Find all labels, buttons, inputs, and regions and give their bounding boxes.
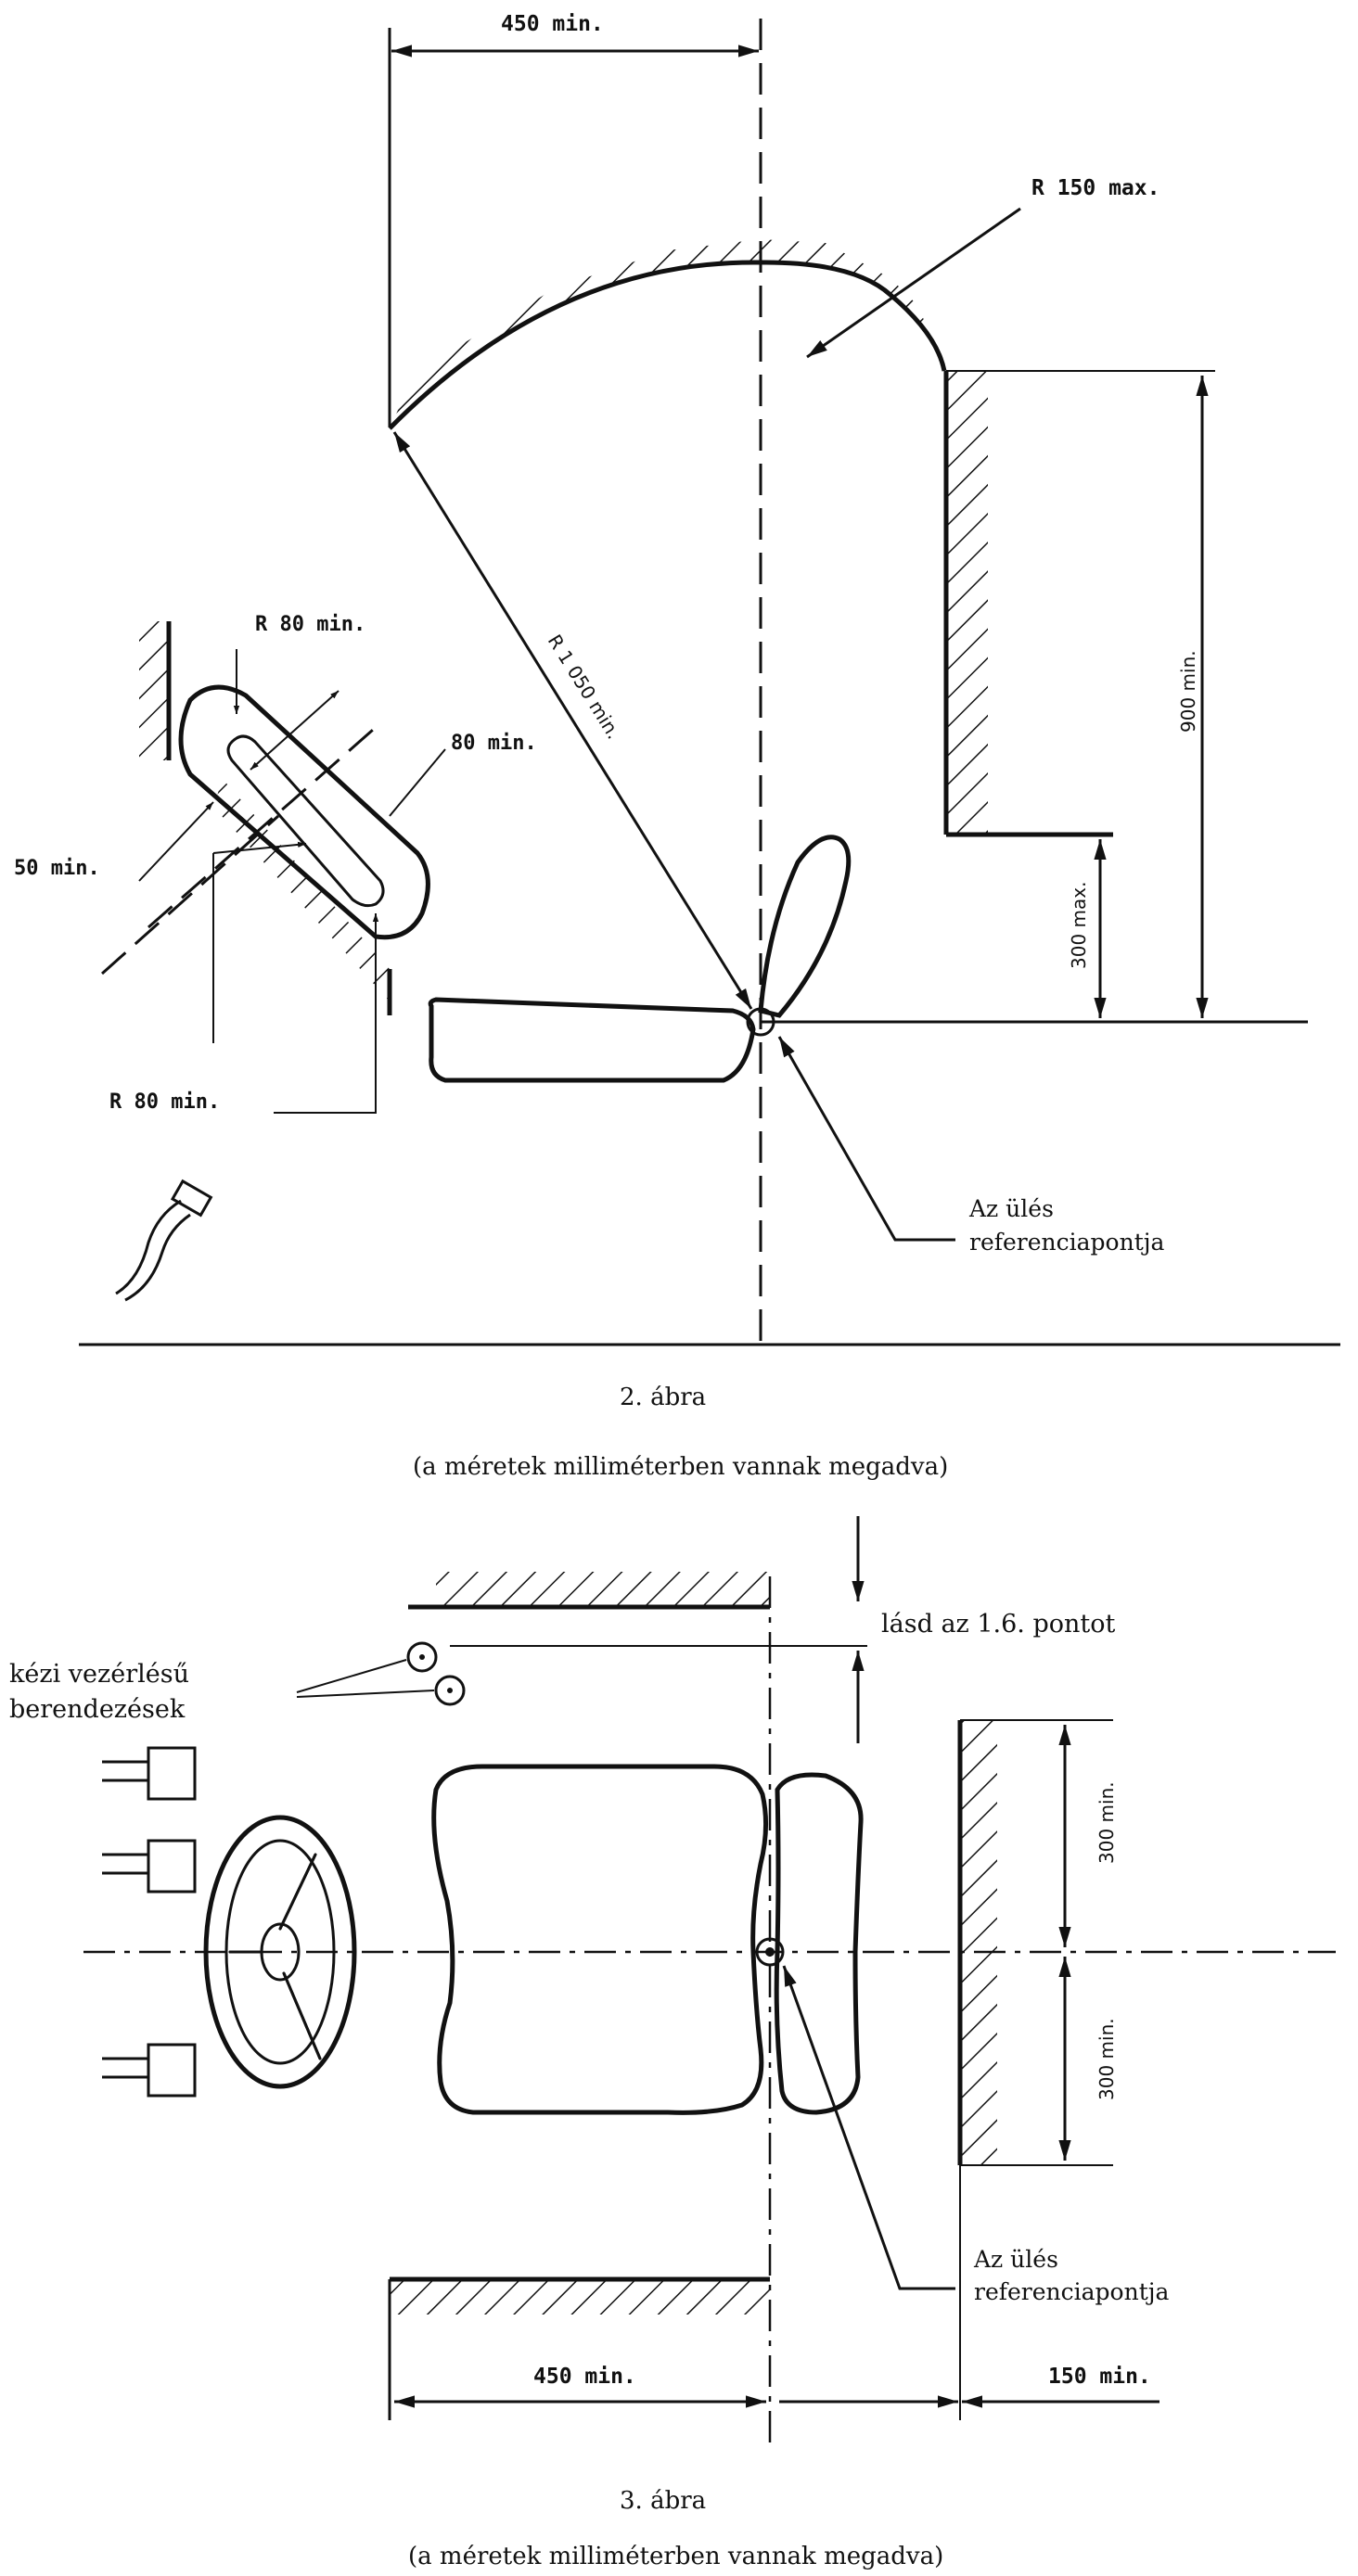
manual-controls-line2: berendezések bbox=[9, 1695, 186, 1724]
dim-50-min: 50 min. bbox=[14, 857, 100, 880]
pedal-slot: R 80 min. 80 min. 50 min. R 80 min. bbox=[14, 613, 537, 1114]
hand-lever-icon bbox=[115, 1179, 213, 1302]
dim-80-min: 80 min. bbox=[451, 732, 537, 755]
dim-r1050-min: R 1 050 min. bbox=[544, 631, 625, 743]
figure-2-subcaption: (a méretek milliméterben vannak megadva) bbox=[413, 1453, 948, 1481]
figure-3-caption: 3. ábra bbox=[620, 2487, 706, 2515]
dim-450-min: 450 min. bbox=[501, 12, 604, 36]
dim-300-min-bottom: 300 min. bbox=[1095, 2018, 1118, 2100]
figure-3: lásd az 1.6. pontot kézi vezérlésű beren… bbox=[9, 1516, 1336, 2570]
control-boxes bbox=[102, 1746, 197, 2098]
ref-point-label-line2-fig3: referenciapontja bbox=[974, 2278, 1169, 2305]
dim-r80-min-top: R 80 min. bbox=[255, 613, 365, 636]
dim-900-min: 900 min. bbox=[1177, 650, 1199, 733]
ref-point-label-line2: referenciapontja bbox=[969, 1229, 1164, 1256]
manual-controls-line1: kézi vezérlésű bbox=[9, 1660, 189, 1689]
dim-300-max: 300 max. bbox=[1068, 882, 1090, 969]
figure-2: 450 min. R 150 max. 900 min. 300 max. R … bbox=[14, 12, 1340, 1481]
dim-300-min-top: 300 min. bbox=[1095, 1781, 1118, 1864]
figure-3-subcaption: (a méretek milliméterben vannak megadva) bbox=[408, 2543, 943, 2570]
dim-450-min-fig3: 450 min. bbox=[533, 2365, 636, 2389]
figure-2-caption: 2. ábra bbox=[620, 1384, 706, 1411]
ref-point-label-line1-fig3: Az ülés bbox=[973, 2246, 1058, 2273]
dim-r150-max: R 150 max. bbox=[1031, 176, 1159, 200]
see-point-label: lásd az 1.6. pontot bbox=[881, 1610, 1115, 1639]
ref-point-label-line1: Az ülés bbox=[968, 1195, 1054, 1222]
steering-wheel-icon bbox=[203, 1815, 357, 2089]
dim-r80-min-bottom: R 80 min. bbox=[109, 1090, 220, 1114]
dim-150-min: 150 min. bbox=[1048, 2365, 1151, 2389]
